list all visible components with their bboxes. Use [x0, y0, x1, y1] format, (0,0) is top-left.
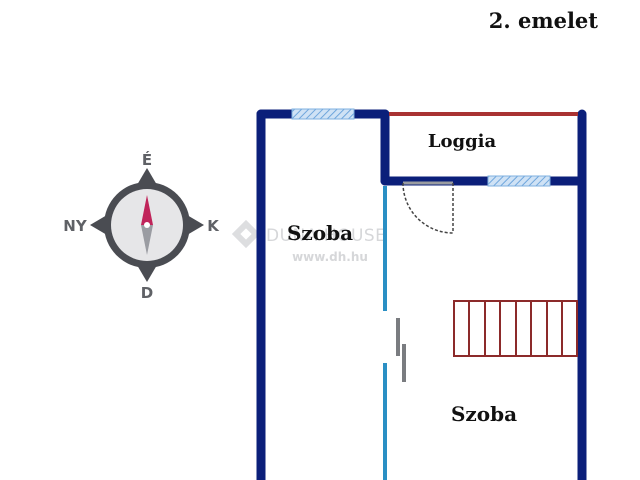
sliding-door-leaf-2	[402, 344, 406, 382]
watermark-url: www.dh.hu	[292, 250, 368, 264]
sliding-door-leaf-1	[396, 318, 400, 356]
compass-point-east	[187, 215, 204, 235]
staircase	[453, 300, 578, 357]
loggia-door-swing-arc	[402, 182, 454, 234]
outer-walls	[256, 109, 587, 480]
compass-point-west	[90, 215, 107, 235]
compass-needle-south	[141, 225, 153, 255]
loggia-door	[402, 181, 454, 234]
floor-title: 2. emelet	[489, 8, 599, 33]
compass-hub	[144, 222, 150, 228]
compass-needle-north	[141, 195, 153, 225]
room-label-left: Szoba	[287, 221, 353, 245]
compass-point-north	[137, 168, 157, 185]
compass-label-east: K	[207, 217, 220, 235]
room-label-loggia: Loggia	[428, 131, 497, 152]
compass-label-west: NY	[63, 217, 88, 235]
compass-label-south: D	[141, 284, 153, 302]
window-loggia	[487, 175, 551, 187]
compass: É D NY K	[63, 150, 220, 302]
watermark-logo-inner	[240, 228, 252, 240]
room-label-right: Szoba	[451, 402, 517, 426]
compass-label-north: É	[142, 150, 152, 169]
window-top-left	[291, 108, 355, 120]
compass-point-south	[137, 265, 157, 282]
watermark-brand: DUNA HOUSE	[266, 226, 386, 246]
